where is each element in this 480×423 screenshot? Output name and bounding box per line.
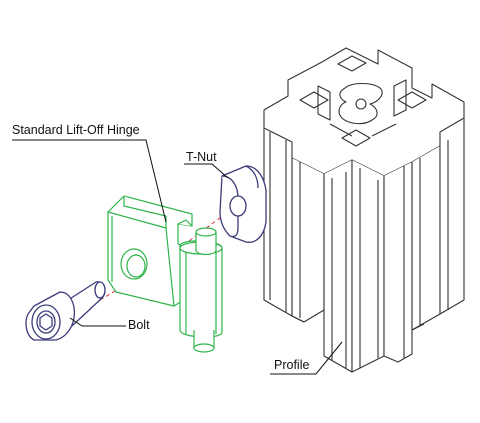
bolt-label: Bolt [128,318,150,332]
socket-head-bolt [25,281,106,341]
hinge-label: Standard Lift-Off Hinge [12,123,140,137]
profile-leader [270,341,343,375]
lift-off-hinge [107,195,223,353]
tnut-label: T-Nut [186,150,217,164]
aluminum-profile [263,47,465,373]
bolt-leader [69,317,126,327]
t-nut [219,165,267,243]
tnut-leader [184,163,229,179]
leader-lines [12,139,343,375]
hinge-leader [12,139,167,223]
profile-label: Profile [274,358,310,372]
